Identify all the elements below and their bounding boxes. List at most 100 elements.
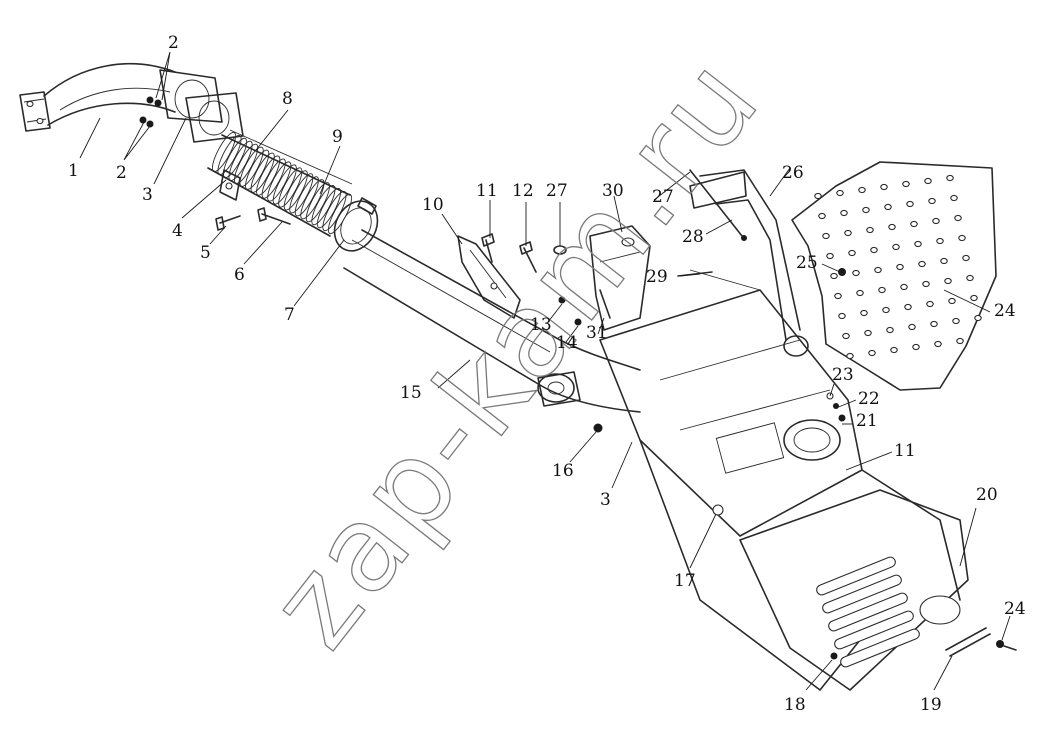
callout-7: 7	[284, 305, 295, 325]
strap-part-19	[945, 627, 991, 657]
callout-16: 16	[552, 461, 574, 481]
hose-corrugation	[305, 182, 330, 223]
perforation-hole	[874, 266, 882, 274]
callout-14: 14	[556, 333, 578, 353]
perforation-hole	[870, 246, 878, 254]
callout-2-bottom: 2	[116, 163, 127, 183]
perforation-hole	[932, 217, 940, 225]
perforation-hole	[890, 346, 898, 354]
shield-slot	[816, 556, 896, 596]
nuts-part-2	[139, 96, 162, 128]
callout-27-right: 27	[652, 187, 674, 207]
bolt-part-18	[830, 652, 838, 660]
hose-corrugation	[272, 164, 297, 205]
hose-corrugation	[217, 134, 242, 176]
perforation-hole	[842, 332, 850, 340]
perforation-hole	[866, 226, 874, 234]
perforation-hole	[818, 212, 826, 220]
watermark-text: zap-kam.ru	[243, 31, 786, 672]
callout-15: 15	[400, 383, 422, 403]
heat-shield-part-20	[739, 489, 969, 691]
perforation-hole	[822, 232, 830, 240]
perforation-hole	[904, 303, 912, 311]
perforation-hole	[912, 343, 920, 351]
perforation-hole	[948, 297, 956, 305]
callout-28: 28	[682, 227, 704, 247]
callout-labels: 1 2 2 3 3 4 5 6 7 8 9 10 11 11 12 13 14 …	[68, 33, 1026, 715]
perforation-hole	[836, 189, 844, 197]
perforation-hole	[852, 269, 860, 277]
callout-1: 1	[68, 161, 79, 181]
nut-part-25	[838, 268, 846, 276]
perforation-hole	[974, 314, 982, 322]
perforation-hole	[830, 272, 838, 280]
perforation-hole	[858, 186, 866, 194]
callout-5: 5	[200, 243, 211, 263]
bolt-part-12	[519, 241, 537, 273]
perforation-hole	[900, 283, 908, 291]
perforation-hole	[896, 263, 904, 271]
callout-8: 8	[282, 89, 293, 109]
bracket-part-4	[219, 169, 241, 201]
bolt-part-5	[215, 215, 241, 231]
bolt-part-31	[599, 289, 611, 319]
tailpipe-part-26	[689, 169, 809, 357]
callout-9: 9	[332, 127, 343, 147]
hose-corrugation	[250, 152, 275, 193]
perforation-hole	[950, 194, 958, 202]
nut-part-14	[574, 318, 582, 326]
callout-31: 31	[586, 323, 608, 343]
callout-17: 17	[674, 571, 696, 591]
perforation-hole	[908, 323, 916, 331]
perforation-hole	[838, 312, 846, 320]
callout-23: 23	[832, 365, 854, 385]
perforation-hole	[924, 177, 932, 185]
perforated-shield-part-24	[791, 161, 997, 391]
callout-25: 25	[796, 253, 818, 273]
perforation-hole	[834, 292, 842, 300]
perforation-hole	[934, 340, 942, 348]
perforation-hole	[940, 257, 948, 265]
perforation-hole	[946, 174, 954, 182]
perforation-hole	[926, 300, 934, 308]
callout-20: 20	[976, 485, 998, 505]
perforation-hole	[826, 252, 834, 260]
shield-perforations	[814, 174, 982, 360]
intermediate-pipe-part-15	[343, 229, 641, 413]
perforation-hole	[954, 214, 962, 222]
callout-27-left: 27	[546, 181, 568, 201]
perforation-hole	[892, 243, 900, 251]
perforation-hole	[864, 329, 872, 337]
hose-corrugation	[222, 137, 248, 178]
perforation-hole	[888, 223, 896, 231]
hose-corrugation	[228, 140, 253, 181]
perforation-hole	[844, 229, 852, 237]
perforation-hole	[880, 183, 888, 191]
perforation-hole	[906, 200, 914, 208]
perforation-hole	[868, 349, 876, 357]
callout-24-upper: 24	[994, 301, 1016, 321]
shield-slot	[840, 628, 920, 668]
perforation-hole	[944, 277, 952, 285]
fastener-part-22	[833, 403, 839, 409]
perforation-hole	[860, 309, 868, 317]
callout-3-right: 3	[600, 490, 611, 510]
hose-corrugation	[294, 176, 319, 217]
callout-22: 22	[858, 389, 880, 409]
muffler-body-part-17	[599, 289, 961, 691]
callout-12: 12	[512, 181, 534, 201]
hanger-bracket-part-10	[457, 235, 521, 319]
hose-corrugation	[289, 173, 314, 214]
perforation-hole	[910, 220, 918, 228]
perforation-hole	[966, 274, 974, 282]
bolt-part-11	[481, 233, 495, 263]
perforation-hole	[956, 337, 964, 345]
hose-corrugation	[239, 146, 264, 187]
callout-18: 18	[784, 695, 806, 715]
callout-30: 30	[602, 181, 624, 201]
callout-13: 13	[530, 315, 552, 335]
stud-part-29	[677, 269, 761, 291]
perforation-hole	[814, 192, 822, 200]
